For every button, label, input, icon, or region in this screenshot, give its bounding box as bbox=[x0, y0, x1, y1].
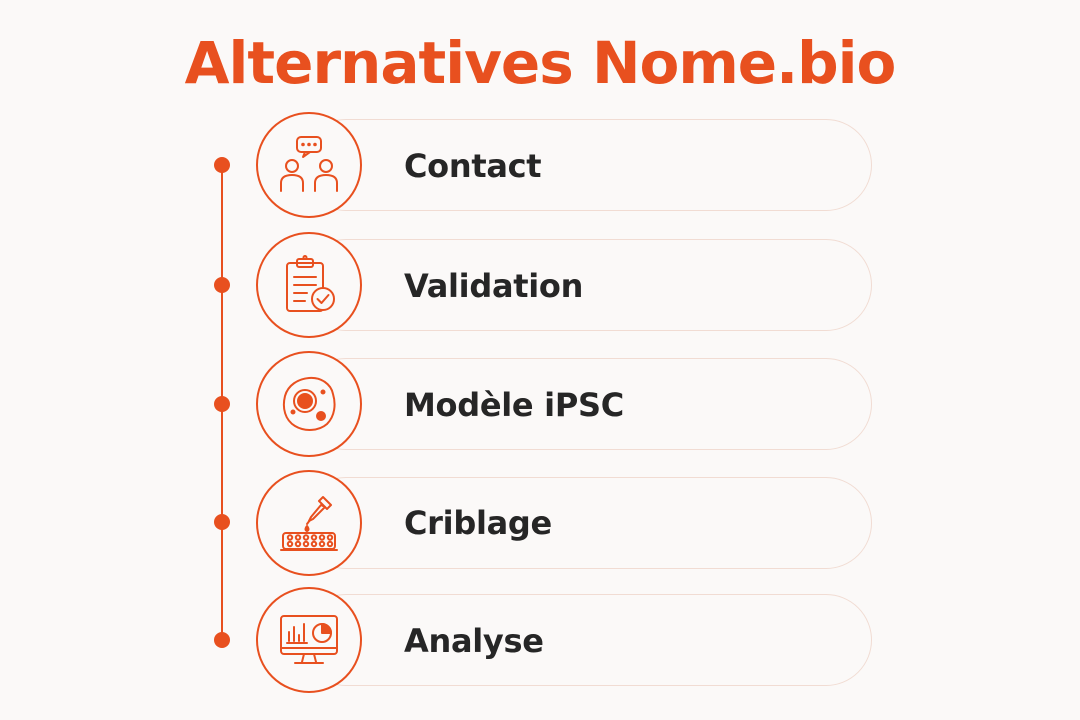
step-validation: Validation bbox=[0, 229, 1080, 339]
step-contact: Contact bbox=[0, 110, 1080, 220]
monitor-chart-icon bbox=[256, 587, 362, 693]
step-label: Validation bbox=[404, 267, 584, 305]
step-analyse: Analyse bbox=[0, 585, 1080, 695]
step-pill bbox=[300, 119, 872, 211]
step-criblage: Criblage bbox=[0, 467, 1080, 577]
step-modele-ipsc: Modèle iPSC bbox=[0, 349, 1080, 459]
clipboard-check-icon bbox=[256, 232, 362, 338]
step-pill bbox=[300, 594, 872, 686]
step-label: Modèle iPSC bbox=[404, 386, 624, 424]
timeline-dot bbox=[214, 157, 230, 173]
pipette-well-plate-icon bbox=[256, 470, 362, 576]
page-title: Alternatives Nome.bio bbox=[184, 29, 897, 97]
step-pill bbox=[300, 239, 872, 331]
timeline-dot bbox=[214, 632, 230, 648]
step-label: Contact bbox=[404, 147, 542, 185]
timeline-dot bbox=[214, 277, 230, 293]
step-label: Criblage bbox=[404, 504, 552, 542]
timeline-dot bbox=[214, 514, 230, 530]
step-pill bbox=[300, 477, 872, 569]
timeline-dot bbox=[214, 396, 230, 412]
people-chat-icon bbox=[256, 112, 362, 218]
cell-icon bbox=[256, 351, 362, 457]
step-label: Analyse bbox=[404, 622, 544, 660]
